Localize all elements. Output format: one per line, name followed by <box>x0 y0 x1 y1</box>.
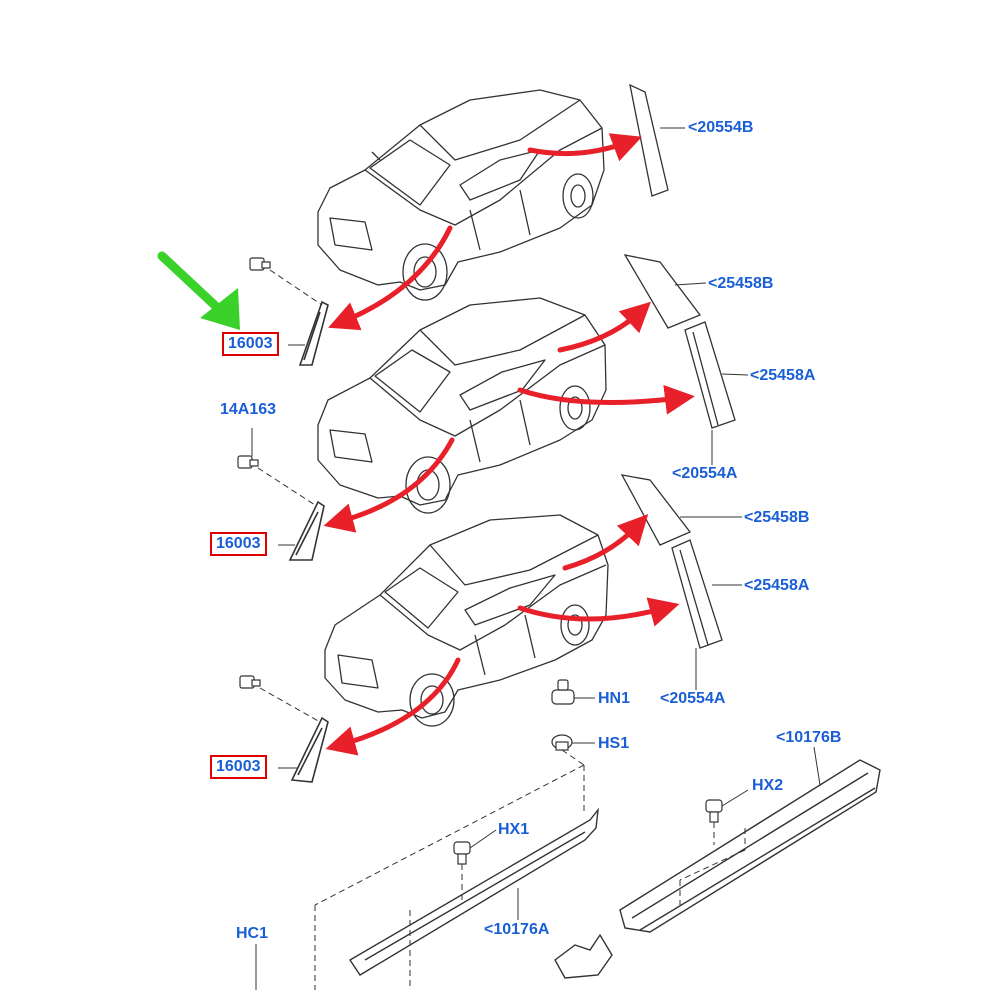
pillar-trim-25458a-1-icon <box>684 321 736 429</box>
car-3-icon <box>324 514 609 727</box>
callout-25458a-lower-1: <25458A <box>750 367 816 384</box>
car-2-icon <box>317 297 607 514</box>
callout-hs1: HS1 <box>598 735 630 752</box>
pillar-trim-25458b-2-icon <box>620 474 692 546</box>
fastener-hx2-icon <box>705 799 723 823</box>
pillar-trim-25458a-2-icon <box>671 539 723 649</box>
fastener-hn1-icon <box>551 679 575 705</box>
callout-16003-2: 16003 <box>210 532 267 556</box>
callout-hx1: HX1 <box>498 821 530 838</box>
callout-25458b-upper-1: <25458B <box>708 275 774 292</box>
clip-14a163-icon <box>237 455 259 469</box>
callout-25458b-upper-2: <25458B <box>744 509 810 526</box>
fastener-hs1-icon <box>551 734 573 751</box>
triangle-trim-2-icon <box>288 500 325 561</box>
callout-10176b: <10176B <box>776 729 842 746</box>
pillar-trim-20554b-icon <box>629 83 669 197</box>
triangle-trim-1-icon <box>298 300 329 366</box>
sill-trim-10176b-icon <box>619 759 881 933</box>
callout-hc1: HC1 <box>236 925 269 942</box>
callout-14a163: 14A163 <box>220 401 277 418</box>
car-1-icon <box>317 89 605 301</box>
callout-25458a-lower-2: <25458A <box>744 577 810 594</box>
callout-hn1: HN1 <box>598 690 631 707</box>
callout-10176a: <10176A <box>484 921 550 938</box>
fastener-hx1-icon <box>453 841 471 865</box>
green-pointer-icon <box>157 251 240 330</box>
sill-trim-10176a-icon <box>349 807 599 976</box>
callout-16003-3: 16003 <box>210 755 267 779</box>
callout-16003-1: 16003 <box>222 332 279 356</box>
callout-20554a-2: <20554A <box>660 690 726 707</box>
callout-20554a-1: <20554A <box>672 465 738 482</box>
callout-hx2: HX2 <box>752 777 784 794</box>
pillar-trim-25458b-1-icon <box>623 254 702 329</box>
clip-1-icon <box>249 257 271 271</box>
clip-3-icon <box>239 675 261 689</box>
callout-20554b: <20554B <box>688 119 754 136</box>
